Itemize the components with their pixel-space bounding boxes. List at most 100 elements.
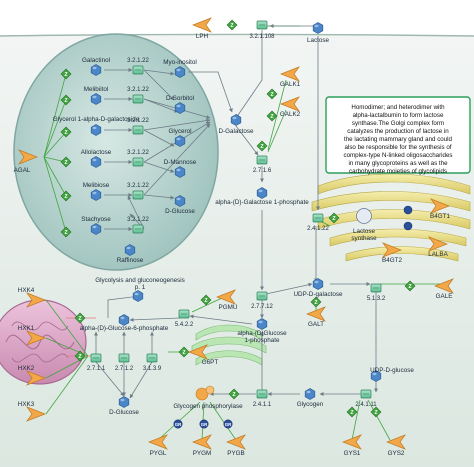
ec-5-1-3-2[interactable] [370,283,382,293]
ec-3-2-1-22-row2[interactable] [132,94,144,104]
lph-enzyme-marker[interactable]: Z [226,19,238,31]
ec-2-4-1-1-label: 2.4.1.1 [253,402,272,408]
d-mannose-metabolite[interactable] [174,166,186,178]
galk1-enzyme-marker[interactable]: Z [266,88,278,100]
ec-2-7-1-1[interactable] [90,353,102,363]
lalba-label: LALBA [428,251,448,258]
gr-badge-pygl[interactable]: GR [173,419,183,429]
pgmu-enzyme-marker[interactable]: Z [200,294,212,306]
hxk2-protein[interactable] [26,370,46,386]
b4gt1-protein[interactable] [430,198,450,214]
melibiose-metabolite[interactable] [90,189,102,201]
allolactose-metabolite[interactable] [90,156,102,168]
agal-protein[interactable] [18,149,38,165]
agal-enzyme-marker[interactable]: Z [60,68,72,80]
ec-3-2-1-22-row5[interactable] [132,190,144,200]
melibiitol-metabolite[interactable] [90,93,102,105]
g6pt-enzyme-marker[interactable]: Z [178,346,190,358]
agal-enzyme-marker[interactable]: Z [60,226,72,238]
galactinol-metabolite[interactable] [90,64,102,76]
pygm-protein[interactable] [192,434,212,450]
gale-enzyme-marker[interactable]: Z [404,280,416,292]
gr-badge-pygb[interactable]: GR [223,419,233,429]
raffinose-metabolite[interactable] [124,244,136,256]
udp-galactose-metabolite[interactable] [312,278,324,290]
stachyose-metabolite[interactable] [90,223,102,235]
pathway-nodes: Z Z Z Z Z Z Z Z Z Z Z Z Z Z Z Z Z Z Z Z GR GR GR [18,17,454,450]
glycerol-metabolite[interactable] [174,135,186,147]
agal-enzyme-marker[interactable]: Z [60,156,72,168]
svg-text:Z: Z [64,194,67,200]
galt-enzyme-marker[interactable]: Z [310,296,322,308]
ec-3-2-1-22-row6[interactable] [132,224,144,234]
glycogen-metabolite[interactable] [304,388,316,400]
note-line: alpha-lactalbumin to form lactose [353,112,444,119]
ec-2-7-1-6[interactable] [256,155,268,165]
gys1-protein[interactable] [342,434,362,450]
hxk2-label: HXK2 [18,365,35,372]
hxk1-protein[interactable] [26,330,46,346]
ec-3-2-1-22-row4[interactable] [132,157,144,167]
gys2-protein[interactable] [386,434,406,450]
ec-2-4-1-11[interactable] [360,389,372,399]
pygb-protein[interactable] [226,434,246,450]
galk-enzyme-marker[interactable]: Z [256,140,268,152]
gys-enzyme-marker[interactable]: Z [370,406,382,418]
ec-2-7-1-2[interactable] [118,353,130,363]
hxk-enzyme-marker[interactable]: Z [74,350,86,362]
ec-5-4-2-2[interactable] [178,309,190,319]
galk1-protein[interactable] [280,66,300,82]
ec-3-2-1-22-label: 3.2.1.22 [127,217,149,223]
galk2-enzyme-marker[interactable]: Z [266,110,278,122]
d-glucose-lysosome-metabolite[interactable] [174,195,186,207]
myo-inositol-metabolite[interactable] [174,66,186,78]
galt-protein[interactable] [306,306,326,322]
pygl-protein[interactable] [148,434,168,450]
ec-2-4-1-1[interactable] [256,389,268,399]
pgmu-label: PGMU [219,304,238,311]
agal-enzyme-marker[interactable]: Z [60,190,72,202]
complex-enzyme-marker[interactable]: Z [328,212,340,224]
lph-protein[interactable] [192,17,212,33]
glc1p-metabolite[interactable] [256,318,268,330]
d-sorbitol-metabolite[interactable] [174,102,186,114]
hxk3-protein[interactable] [26,406,46,422]
reaction-edges [43,24,440,441]
agal-enzyme-marker[interactable]: Z [60,126,72,138]
lalba-protein[interactable] [428,236,448,252]
glycerol-galactoside-metabolite[interactable] [90,124,102,136]
d-glucose-label: D-Glucose [109,409,139,416]
gys-enzyme-marker[interactable]: Z [346,406,358,418]
ec-2-4-1-22[interactable] [312,213,324,223]
hxk4-protein[interactable] [26,292,46,308]
svg-text:Z: Z [270,92,273,98]
ec-3-2-1-22-row3[interactable] [132,125,144,135]
ec-3-2-1-108[interactable] [256,20,268,30]
d-glucose-metabolite[interactable] [118,396,130,408]
ec-3-1-3-9[interactable] [146,353,158,363]
gale-protein[interactable] [434,278,454,294]
gys1-catalysis-edge [351,399,361,441]
agal-enzyme-marker[interactable]: Z [60,94,72,106]
gr-badge-pygm[interactable]: GR [199,419,209,429]
gal1p-metabolite[interactable] [256,187,268,199]
b4gt2-protein[interactable] [382,242,402,258]
ec-3-2-1-22-row1[interactable] [132,65,144,75]
lactose-synthase-complex[interactable] [356,205,413,231]
d-galactose-metabolite[interactable] [230,114,242,126]
glc6p-metabolite[interactable] [118,314,130,326]
melibiose-label: Melibiose [83,182,110,189]
galk2-protein[interactable] [280,96,300,112]
ec-2-7-7-12[interactable] [256,291,268,301]
glycolysis-link-node[interactable] [132,290,144,302]
lactose-metabolite[interactable] [312,22,324,34]
udp-glucose-metabolite[interactable] [370,370,382,382]
pyg-enzyme-marker[interactable]: Z [228,388,240,400]
svg-text:Z: Z [374,410,377,416]
hxk-enzyme-marker[interactable]: Z [74,312,86,324]
pgmu-protein[interactable] [216,289,236,305]
gale-label: GALE [436,293,453,300]
glycogen-phosphorylase-complex[interactable] [195,385,215,401]
g6pt-protein[interactable] [188,344,208,360]
